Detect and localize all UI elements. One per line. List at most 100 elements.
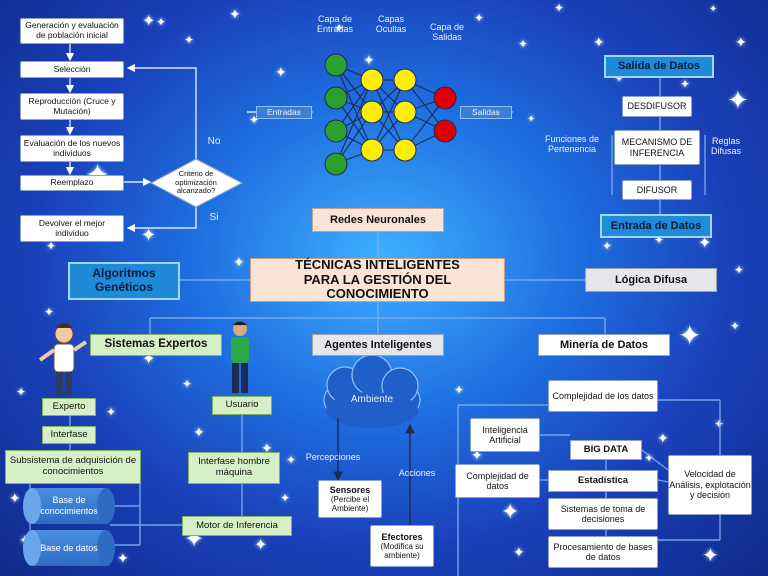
star-icon: ✦ [501, 499, 520, 524]
nn-neuron [393, 68, 417, 92]
star-icon: ✦ [680, 77, 691, 91]
nn-connection [371, 79, 406, 151]
star-icon: ✦ [280, 491, 291, 505]
nn-salidas-arrow: Salidas [460, 106, 512, 119]
star-icon: ✦ [363, 52, 375, 68]
nn-capas-ocultas: Capas Ocultas [375, 14, 407, 35]
redes-neuronales-title: Redes Neuronales [312, 208, 444, 232]
star-icon: ✦ [9, 490, 21, 506]
star-icon: ✦ [698, 235, 712, 252]
star-icon: ✦ [471, 447, 483, 463]
star-icon: ✦ [141, 225, 157, 245]
ga-step-6: Devolver el mejor individuo [20, 215, 124, 242]
star-icon: ✦ [254, 537, 268, 554]
star-icon: ✦ [106, 405, 117, 419]
agentes-efectores: Efectores (Modifica su ambiente) [370, 525, 434, 567]
star-icon: ✦ [615, 74, 624, 85]
mineria-datos-title: Minería de Datos [538, 334, 670, 356]
nn-capa-entradas: Capa de Entradas [316, 14, 354, 35]
star-icon: ✦ [249, 113, 260, 127]
star-icon: ✦ [44, 305, 55, 319]
star-icon: ✦ [156, 15, 167, 29]
star-icon: ✦ [709, 4, 718, 15]
nn-neuron [324, 53, 348, 77]
mineria-velocidad: Velocidad de Análisis, explotación y dec… [668, 455, 752, 515]
star-icon: ✦ [644, 451, 655, 465]
star-icon: ✦ [513, 544, 525, 560]
star-icon: ✦ [275, 64, 287, 80]
star-icon: ✦ [727, 85, 749, 115]
star-icon: ✦ [184, 33, 195, 47]
star-icon: ✦ [454, 383, 465, 397]
star-icon: ✦ [474, 11, 485, 25]
logica-reglas-label: Reglas Difusas [710, 136, 741, 157]
expertos-motor: Motor de Inferencia [182, 516, 292, 536]
expertos-subsistema: Subsistema de adquisición de conocimient… [5, 450, 141, 484]
agentes-inteligentes-title: Agentes Inteligentes [312, 334, 444, 356]
mineria-complejidad2: Complejidad de datos [455, 464, 540, 498]
star-icon: ✦ [714, 417, 725, 431]
star-icon: ✦ [602, 239, 613, 253]
nn-neuron [324, 152, 348, 176]
ga-decision-label: Criterio de optimización alcanzado? [175, 169, 217, 196]
expertos-usuario: Usuario [212, 396, 272, 415]
logica-mecanismo: MECANISMO DE INFERENCIA [614, 130, 700, 165]
nn-neuron [324, 86, 348, 110]
nn-entradas-arrow: Entradas [256, 106, 312, 119]
mineria-estadistica: Estadística [548, 470, 658, 492]
expertos-interfase-hm: Interfase hombre máquina [188, 452, 280, 484]
star-icon: ✦ [518, 37, 529, 51]
star-icon: ✦ [46, 239, 57, 253]
mineria-sistemas-toma: Sistemas de toma de decisiones [548, 498, 658, 530]
expert-person-icon [38, 323, 88, 396]
logica-difusa-title: Lógica Difusa [585, 268, 717, 292]
logica-entrada-datos: Entrada de Datos [600, 214, 712, 238]
ga-no-label: No [207, 136, 221, 147]
mineria-big-data: BIG DATA [570, 440, 642, 460]
nn-neuron [360, 68, 384, 92]
star-icon: ✦ [734, 263, 745, 277]
star-icon: ✦ [730, 319, 741, 333]
efectores-title: Efectores [381, 531, 423, 542]
sistemas-expertos-title: Sistemas Expertos [90, 334, 222, 356]
agentes-percepciones: Percepciones [305, 452, 361, 462]
star-icon: ✦ [117, 550, 129, 566]
nn-neuron [393, 138, 417, 162]
star-icon: ✦ [334, 21, 345, 35]
agentes-ambiente: Ambiente [350, 394, 394, 405]
star-icon: ✦ [657, 430, 669, 446]
expertos-interfase: Interfase [42, 426, 96, 444]
star-icon: ✦ [678, 320, 702, 351]
nn-neuron [360, 138, 384, 162]
star-icon: ✦ [702, 545, 719, 567]
expertos-base-datos: Base de datos [23, 530, 115, 566]
nn-capa-salidas: Capa de Salidas [429, 22, 465, 43]
star-icon: ✦ [182, 377, 193, 391]
expertos-experto: Experto [42, 398, 96, 416]
nn-connection [335, 79, 373, 165]
ga-step-5: Reemplazo [20, 175, 124, 191]
mineria-procesamiento: Procesamiento de bases de datos [548, 536, 658, 568]
ga-step-3: Reproducción (Cruce y Mutación) [20, 93, 124, 120]
efectores-desc: (Modifica su ambiente) [380, 541, 424, 561]
agentes-acciones: Acciones [398, 468, 436, 478]
ga-si-label: Si [209, 212, 219, 223]
star-icon: ✦ [593, 34, 605, 50]
nn-neuron [433, 119, 457, 143]
star-icon: ✦ [527, 114, 536, 125]
user-person-icon [231, 321, 249, 393]
star-icon: ✦ [554, 1, 565, 15]
ga-decision-diamond [150, 158, 243, 208]
star-icon: ✦ [654, 233, 665, 247]
nn-neuron [393, 100, 417, 124]
nn-neuron [433, 86, 457, 110]
star-icon: ✦ [735, 34, 747, 50]
sensores-desc: (Percibe el Ambiente) [330, 494, 370, 514]
mineria-inteligencia: Inteligencia Artificial [470, 418, 540, 452]
logica-desdifusor: DESDIFUSOR [622, 96, 692, 117]
agentes-sensores: Sensores (Percibe el Ambiente) [318, 480, 382, 518]
nn-neuron [324, 119, 348, 143]
logica-salida-datos: Salida de Datos [604, 55, 714, 78]
